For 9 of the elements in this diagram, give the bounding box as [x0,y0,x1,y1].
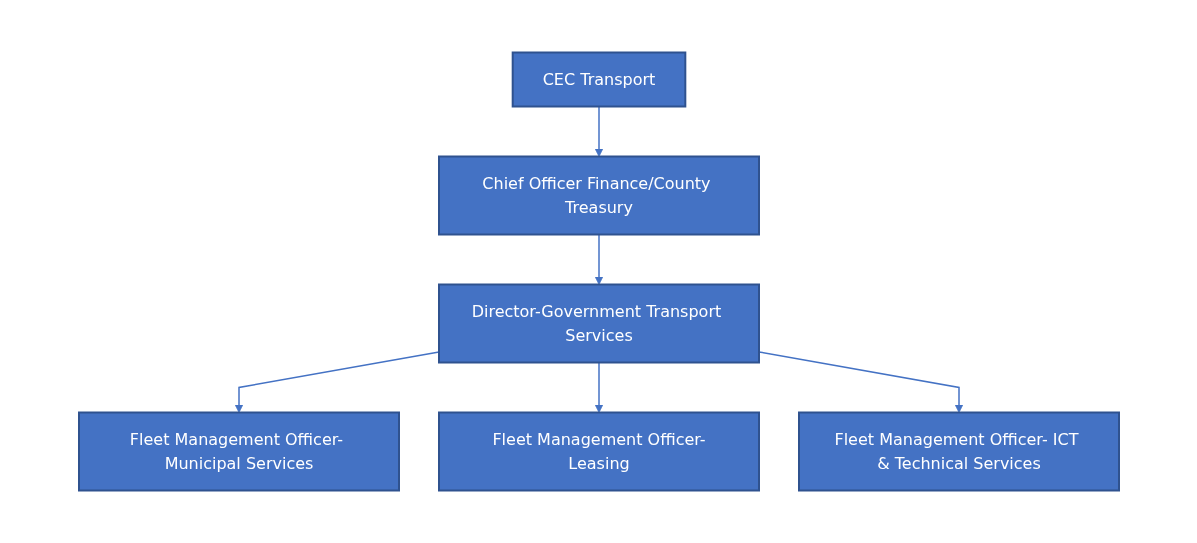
node-box: Director-Government Transport Services [437,283,760,364]
node-box: Fleet Management Officer-Leasing [437,411,760,492]
node-box: Chief Officer Finance/County Treasury [437,155,760,236]
arrow [594,361,603,413]
node-box: Fleet Management Officer- Municipal Services [77,411,400,492]
node-box: Fleet Management Officer- ICT & Technical Services [797,411,1120,492]
arrow [594,105,603,157]
arrow [594,233,603,285]
node-box: CEC Transport [511,51,686,108]
